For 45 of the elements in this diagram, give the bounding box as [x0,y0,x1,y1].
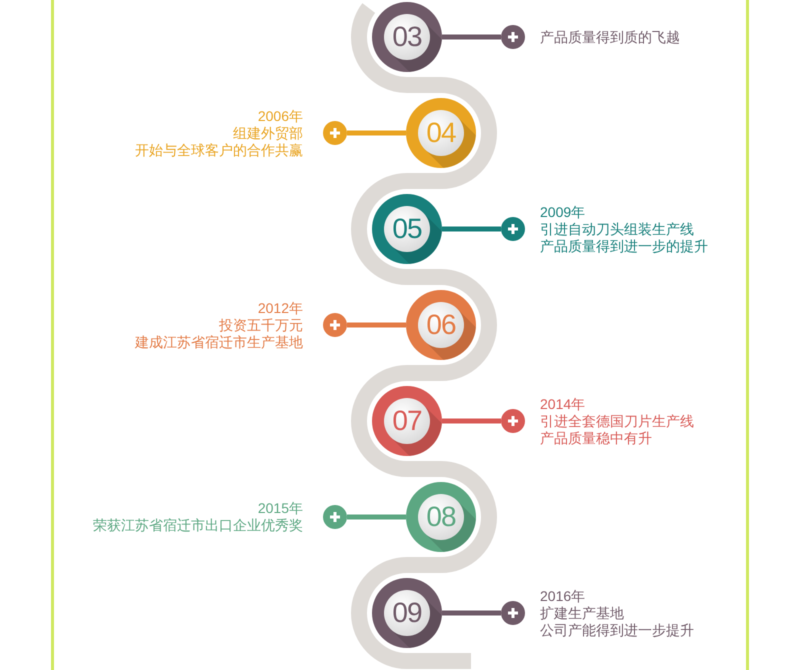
milestone-number: 07 [392,407,422,435]
milestone-text: 公司产能得到进一步提升 [540,622,694,638]
connector-line [347,130,406,136]
milestone-text: 荣获江苏省宿迁市出口企业优秀奖 [93,517,303,534]
milestone-number: 08 [426,503,456,531]
connector-line [442,226,501,232]
milestone-text: 产品质量得到质的飞越 [540,28,680,46]
plus-icon [501,409,525,433]
plus-icon [501,25,525,49]
milestone-text: 引进全套德国刀片生产线 [540,412,694,430]
milestone-text: 2014年 [540,396,586,412]
milestone-number: 03 [392,23,422,51]
number-circle [372,194,442,264]
milestone-text: 2012年 [258,300,303,316]
milestone-text: 扩建生产基地 [540,604,624,622]
plus-icon [501,217,525,241]
number-circle [406,290,476,360]
connector-line [442,418,501,424]
milestone-number: 09 [392,599,422,627]
number-circle [406,98,476,168]
number-circle [406,482,476,552]
plus-icon [323,313,347,337]
milestone-text: 产品质量得到进一步的提升 [540,238,708,254]
milestone-number: 04 [426,119,456,147]
connector-line [347,514,406,520]
plus-icon [323,505,347,529]
milestone-text: 2006年 [258,108,303,124]
milestone-text: 投资五千万元 [219,316,303,334]
milestone-text: 2016年 [540,588,586,604]
connector-line [347,322,406,328]
milestone-text: 建成江苏省宿迁市生产基地 [135,334,303,350]
number-circle [372,386,442,456]
plus-icon [323,121,347,145]
number-circle [372,578,442,648]
milestone-text: 引进自动刀头组装生产线 [540,220,694,238]
connector-line [442,610,501,616]
milestone-text: 2009年 [540,204,586,220]
milestone-text: 组建外贸部 [233,124,303,142]
milestone-text: 开始与全球客户的合作共赢 [135,142,303,158]
milestone-number: 06 [426,311,456,339]
milestone-text: 2015年 [258,500,303,517]
milestone-number: 05 [392,215,422,243]
connector-line [442,34,501,40]
plus-icon [501,601,525,625]
milestone-text: 产品质量稳中有升 [540,430,652,446]
